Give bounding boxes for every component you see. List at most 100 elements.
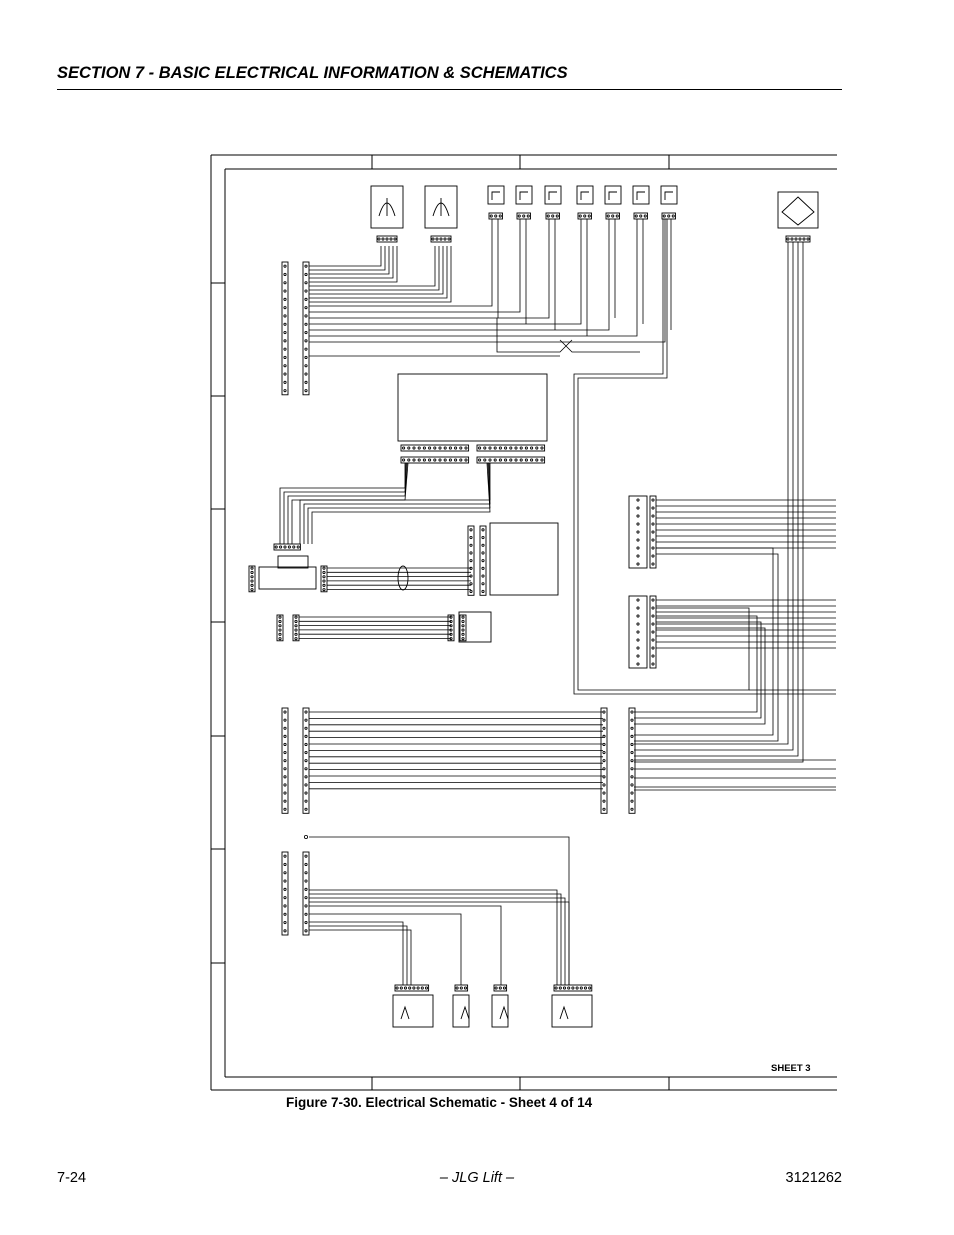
terminal-block bbox=[281, 261, 289, 396]
terminal-pin bbox=[636, 522, 640, 526]
terminal-pin bbox=[304, 767, 308, 771]
terminal-pin bbox=[478, 446, 482, 450]
terminal-pin bbox=[461, 615, 465, 619]
connector-strip bbox=[454, 984, 469, 992]
terminal-pin bbox=[636, 662, 640, 666]
terminal-pin bbox=[651, 630, 655, 634]
terminal-pin bbox=[443, 446, 447, 450]
wire bbox=[303, 462, 491, 544]
wire-junction bbox=[303, 835, 308, 840]
terminal-pin bbox=[636, 562, 640, 566]
terminal-pin bbox=[322, 579, 326, 583]
terminal-pin bbox=[615, 214, 619, 218]
terminal-pin bbox=[435, 237, 439, 241]
wire bbox=[309, 901, 570, 985]
switch-housing bbox=[487, 185, 505, 205]
terminal-pin bbox=[283, 871, 287, 875]
terminal-pin bbox=[304, 272, 308, 277]
wire bbox=[309, 246, 382, 267]
terminal-pin bbox=[667, 214, 671, 218]
terminal-block bbox=[281, 851, 289, 936]
terminal-pin bbox=[540, 446, 544, 450]
relay-box bbox=[458, 611, 492, 643]
terminal-pin bbox=[651, 606, 655, 610]
wire bbox=[309, 219, 638, 337]
terminal-pin bbox=[438, 446, 442, 450]
switch-housing bbox=[515, 185, 533, 205]
terminal-pin bbox=[478, 458, 482, 462]
terminal-pin bbox=[385, 237, 389, 241]
terminal-pin bbox=[459, 458, 463, 462]
terminal-pin bbox=[304, 734, 308, 738]
terminal-pin bbox=[278, 624, 282, 628]
terminal-pin bbox=[304, 783, 308, 787]
terminal-pin bbox=[630, 783, 634, 787]
terminal-pin bbox=[459, 446, 463, 450]
terminal-block bbox=[649, 495, 657, 569]
terminal-pin bbox=[278, 619, 282, 624]
terminal-pin bbox=[283, 775, 287, 779]
terminal-pin bbox=[551, 214, 555, 218]
terminal-pin bbox=[461, 632, 465, 636]
terminal-pin bbox=[469, 551, 473, 555]
terminal-pin bbox=[634, 214, 638, 218]
terminal-pin bbox=[304, 862, 308, 867]
connector-strip bbox=[605, 212, 620, 220]
terminal-pin bbox=[489, 214, 493, 218]
switch-housing bbox=[544, 185, 562, 205]
terminal-pin bbox=[304, 389, 308, 393]
terminal-pin bbox=[283, 330, 287, 335]
terminal-pin bbox=[636, 554, 640, 558]
terminal-pin bbox=[283, 339, 287, 343]
terminal-pin bbox=[408, 986, 412, 990]
terminal-pin bbox=[439, 237, 443, 241]
terminal-pin bbox=[304, 896, 308, 900]
wire bbox=[309, 246, 390, 275]
terminal-block bbox=[649, 595, 657, 669]
terminal-pin bbox=[455, 986, 459, 990]
wire bbox=[309, 246, 398, 283]
terminal-pin bbox=[481, 559, 485, 563]
terminal-pin bbox=[322, 575, 326, 579]
terminal-pin bbox=[449, 624, 453, 628]
terminal-pin bbox=[524, 458, 528, 462]
terminal-pin bbox=[443, 458, 447, 462]
terminal-pin bbox=[438, 458, 442, 462]
terminal-pin bbox=[304, 364, 308, 368]
terminal-pin bbox=[464, 458, 468, 462]
terminal-pin bbox=[283, 734, 287, 738]
wire bbox=[309, 897, 566, 985]
terminal-pin bbox=[651, 638, 655, 642]
terminal-pin bbox=[304, 775, 308, 779]
connector-strip bbox=[376, 235, 398, 243]
terminal-block bbox=[628, 707, 636, 814]
switch-housing bbox=[604, 185, 622, 205]
terminal-pin bbox=[283, 264, 287, 268]
wire bbox=[634, 615, 758, 713]
terminal-pin bbox=[250, 566, 254, 570]
terminal-pin bbox=[481, 566, 485, 570]
wire bbox=[311, 462, 491, 544]
switch-housing bbox=[632, 185, 650, 205]
terminal-pin bbox=[283, 751, 287, 755]
terminal-pin bbox=[294, 632, 298, 636]
terminal-pin bbox=[296, 545, 300, 549]
terminal-pin bbox=[554, 986, 558, 990]
terminal-pin bbox=[381, 237, 385, 241]
sensor-symbol bbox=[781, 196, 815, 226]
terminal-pin bbox=[602, 718, 606, 722]
wire bbox=[309, 246, 440, 291]
terminal-pin bbox=[461, 624, 465, 628]
wire bbox=[309, 929, 412, 985]
terminal-pin bbox=[304, 879, 308, 883]
terminal-pin bbox=[651, 554, 655, 558]
switch-symbol bbox=[559, 1005, 569, 1020]
terminal-pin bbox=[481, 543, 485, 547]
terminal-pin bbox=[519, 446, 523, 450]
terminal-pin bbox=[567, 986, 571, 990]
terminal-pin bbox=[304, 281, 308, 285]
terminal-pin bbox=[278, 628, 282, 632]
terminal-pin bbox=[651, 498, 655, 502]
wire bbox=[299, 463, 491, 544]
terminal-pin bbox=[481, 589, 485, 594]
